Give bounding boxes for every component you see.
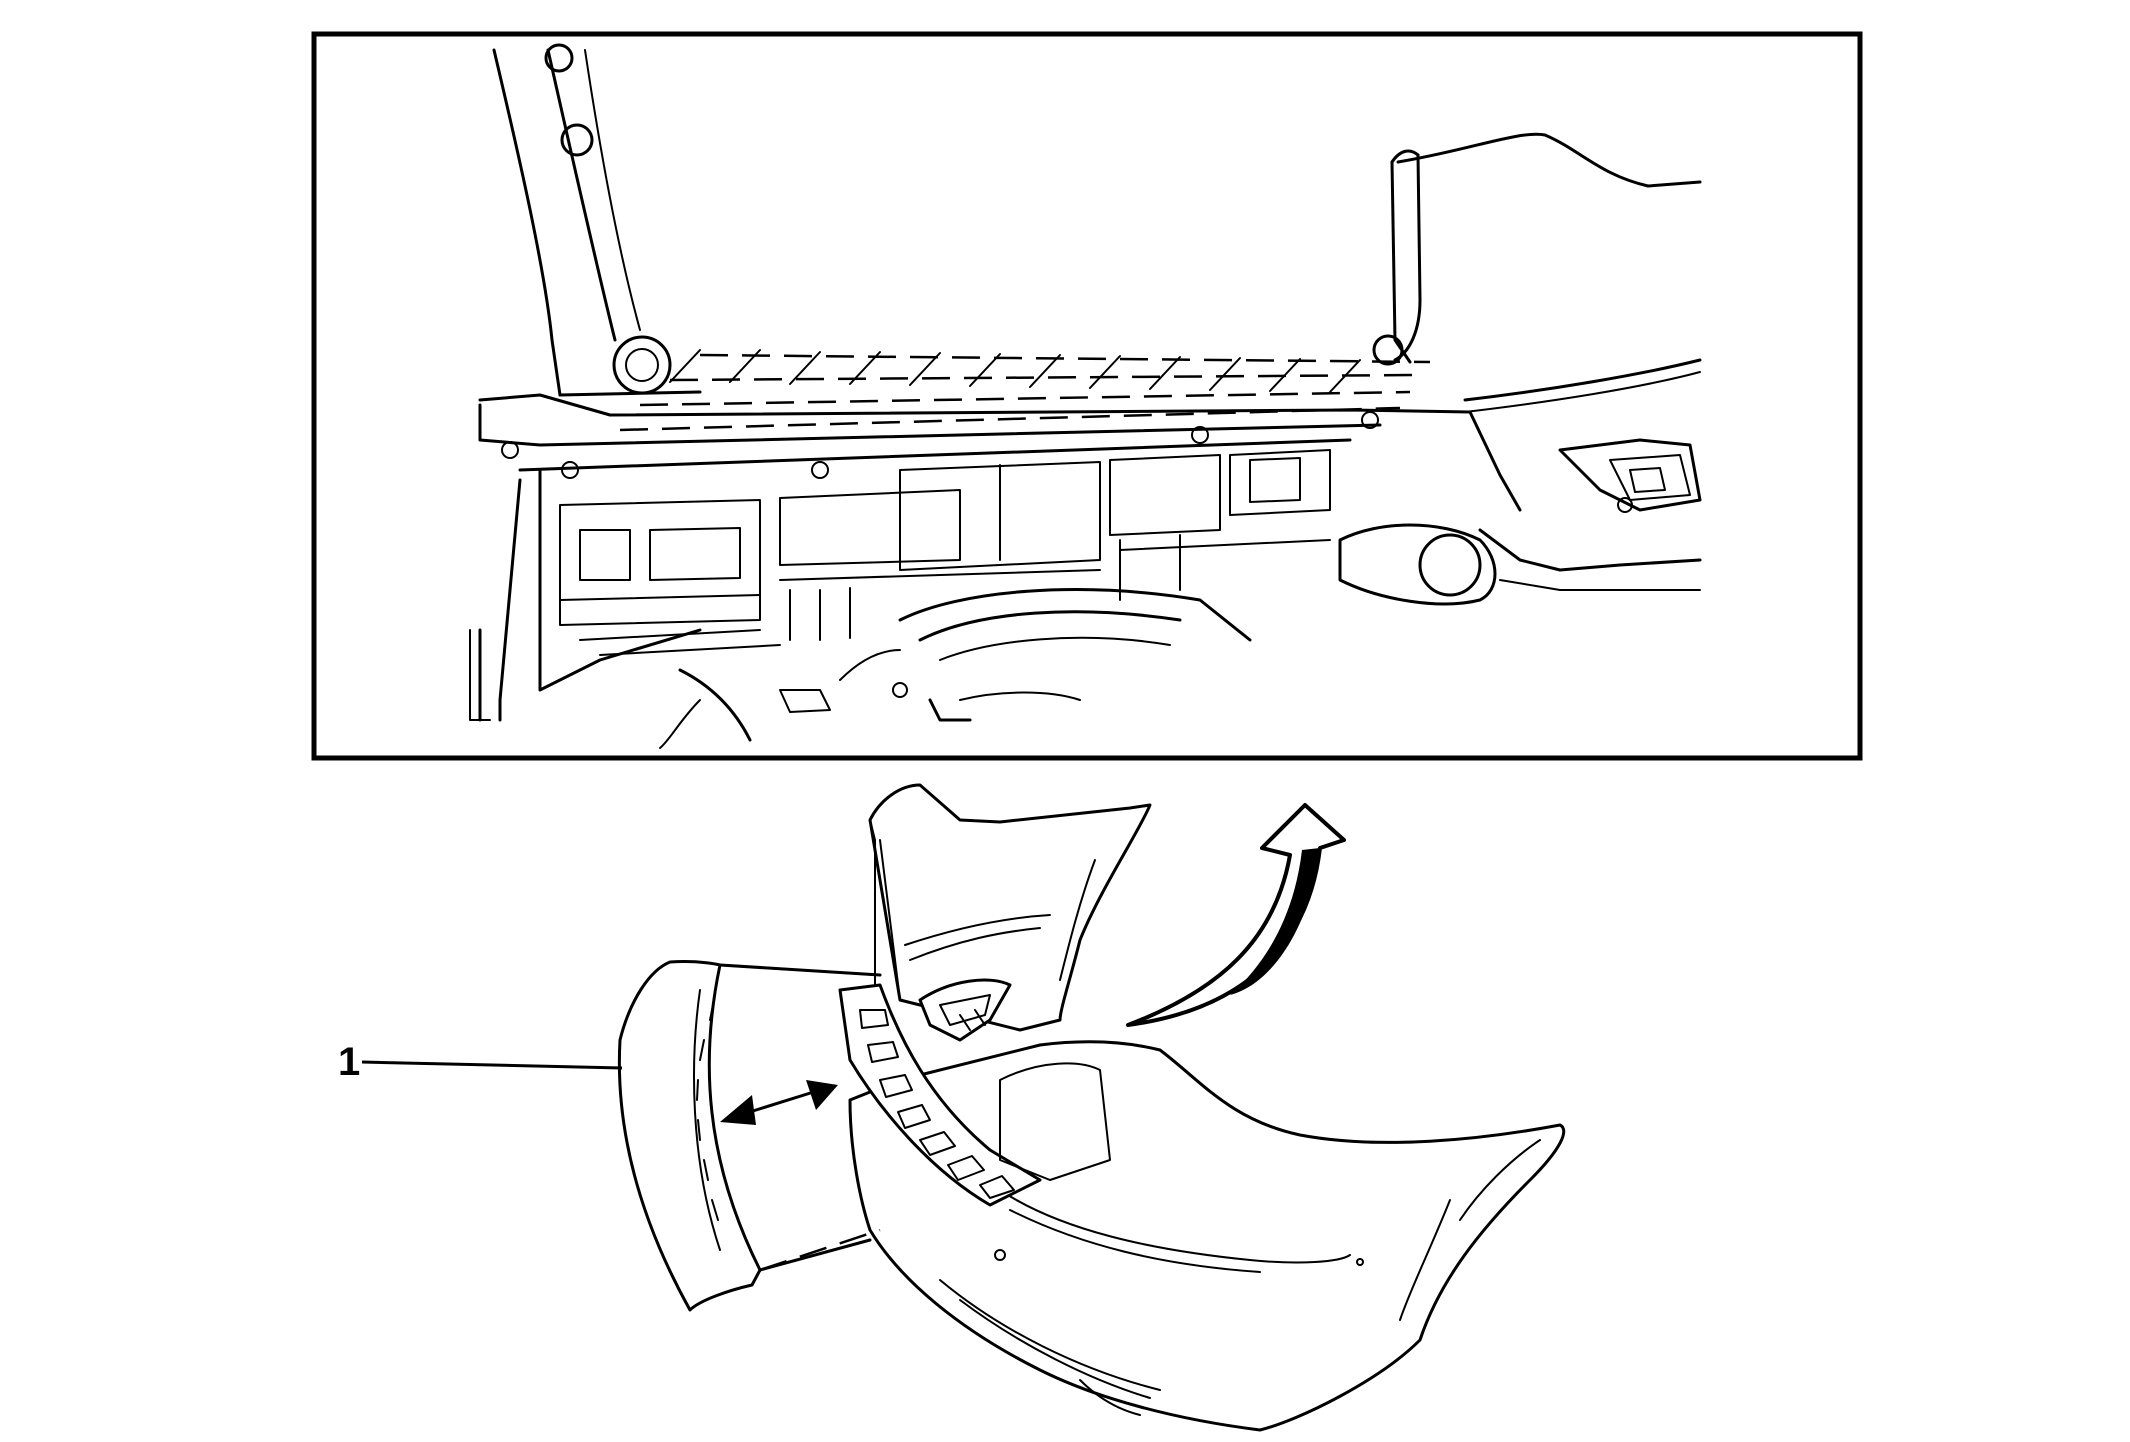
move-direction-arrow [720, 1080, 838, 1125]
lift-rotation-arrow [1126, 803, 1346, 1027]
left-a-pillar [492, 43, 702, 397]
lower-trim-panel [848, 1040, 1566, 1432]
callout-1-leader [361, 1060, 623, 1070]
panel-1 [617, 960, 882, 1312]
clip-channel [838, 983, 1111, 1207]
upper-trim-panel [868, 783, 1152, 1042]
callout-1: 1 [338, 1040, 623, 1084]
callout-1-number: 1 [338, 1040, 360, 1084]
dash-panel [469, 393, 1702, 749]
right-a-pillar [1372, 132, 1702, 413]
detail-inset [311, 31, 1863, 761]
